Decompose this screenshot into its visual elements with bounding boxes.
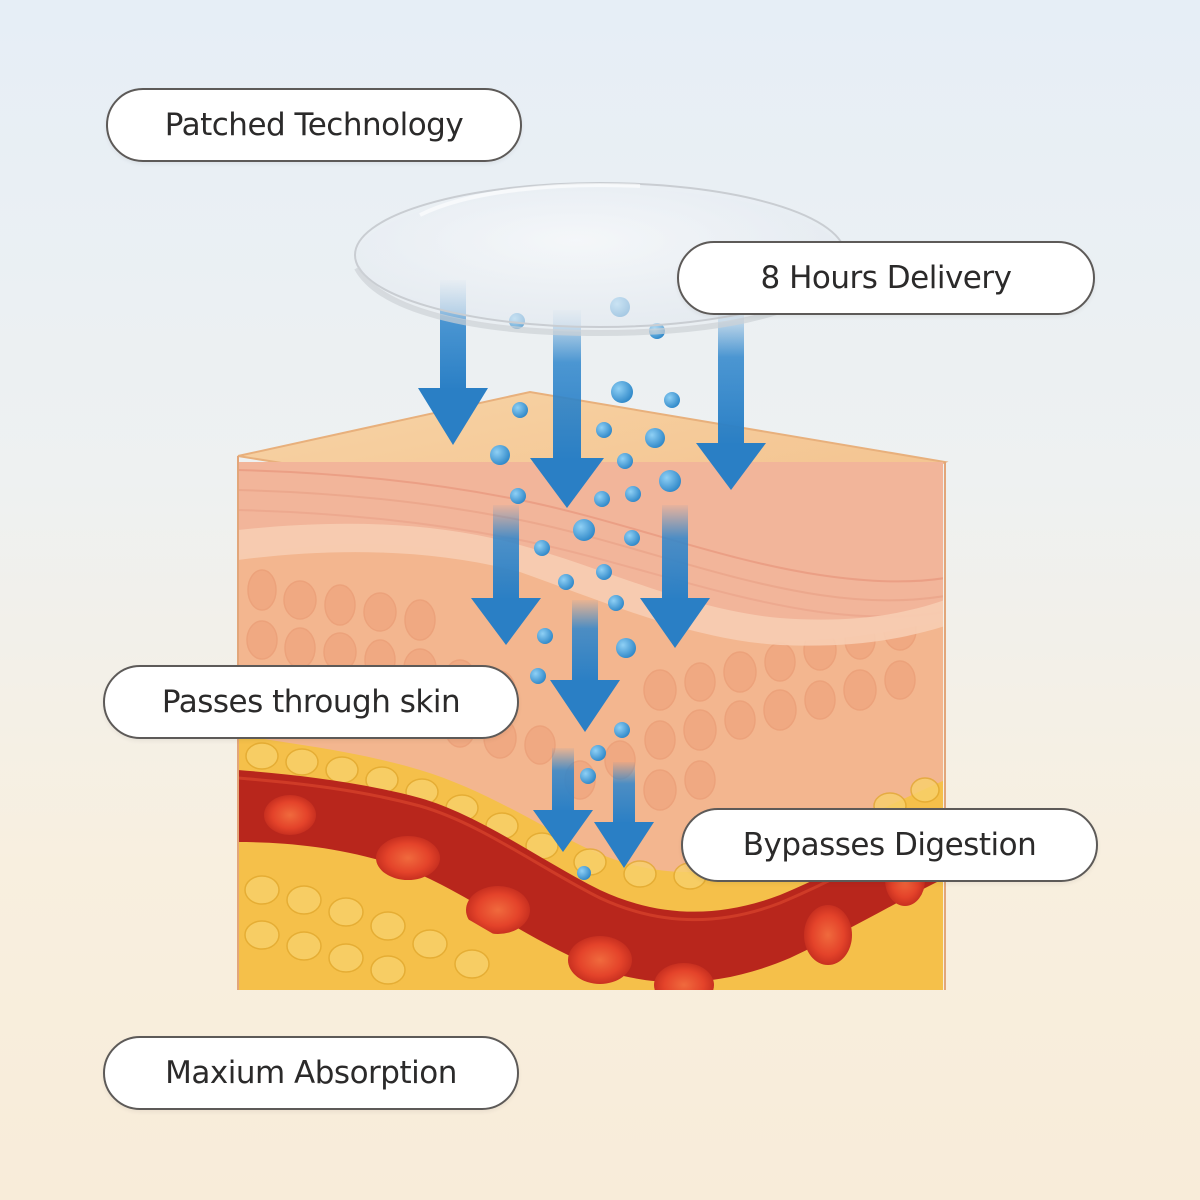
blood-vessel (238, 770, 943, 983)
down-arrow-icon (640, 505, 710, 648)
label-passes-through-skin: Passes through skin (103, 665, 519, 739)
skin-block (237, 390, 949, 990)
epidermis-layer (238, 462, 943, 641)
label-patched-technology: Patched Technology (106, 88, 522, 162)
label-8-hours-delivery: 8 Hours Delivery (677, 241, 1095, 315)
label-bypasses-digestion: Bypasses Digestion (681, 808, 1098, 882)
down-arrow-icon (594, 762, 654, 868)
down-arrow-icon (550, 600, 620, 732)
down-arrow-icon (533, 748, 593, 852)
label-maximum-absorption: Maxium Absorption (103, 1036, 519, 1110)
fat-layer-lower (238, 860, 590, 990)
down-arrow-icon (696, 310, 766, 490)
down-arrow-icon (471, 505, 541, 645)
active-ingredient-particles (490, 297, 681, 880)
red-blood-cells (264, 795, 925, 990)
